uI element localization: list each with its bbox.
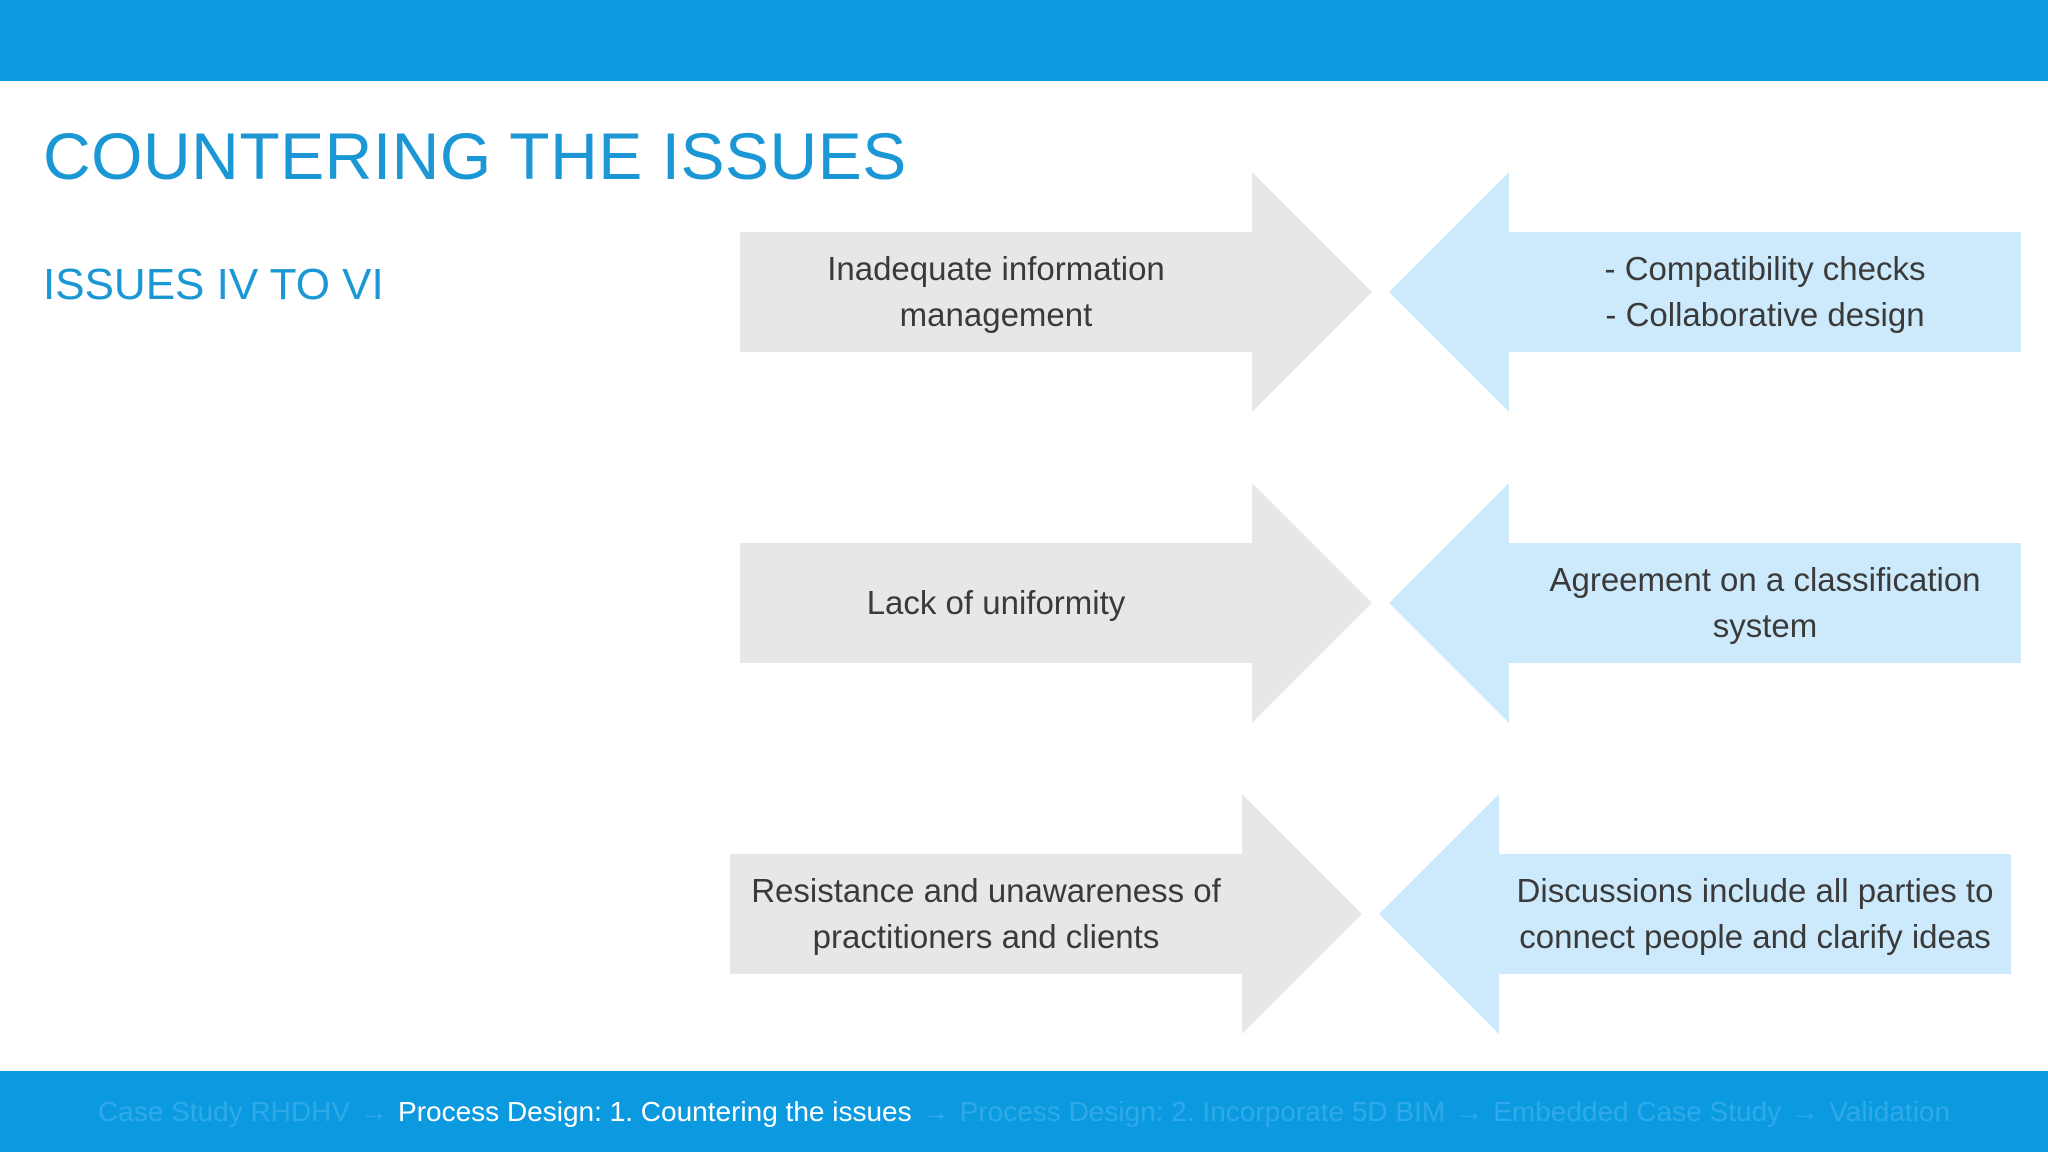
breadcrumb-arrow-icon: → [360, 1095, 389, 1127]
breadcrumb: Case Study RHDHV → Process Design: 1. Co… [0, 1071, 2048, 1152]
breadcrumb-item-validation[interactable]: Validation [1829, 1095, 1951, 1127]
breadcrumb-item-embedded-case-study[interactable]: Embedded Case Study [1493, 1095, 1782, 1127]
breadcrumb-item-incorporate-5d-bim[interactable]: Process Design: 2. Incorporate 5D BIM [959, 1095, 1446, 1127]
breadcrumb-item-countering-issues[interactable]: Process Design: 1. Countering the issues [398, 1095, 912, 1127]
top-banner [0, 0, 2048, 81]
solution-arrow-1: - Compatibility checks- Collaborative de… [1389, 172, 2021, 412]
breadcrumb-arrow-icon: → [1455, 1095, 1484, 1127]
slide-title: COUNTERING THE ISSUES [43, 119, 907, 193]
issue-label-2: Lack of uniformity [866, 584, 1126, 621]
breadcrumb-arrow-icon: → [1791, 1095, 1820, 1127]
slide-subtitle: ISSUES IV TO VI [43, 260, 384, 309]
solution-label-1: - Compatibility checks- Collaborative de… [1604, 250, 1926, 333]
breadcrumb-item-case-study[interactable]: Case Study RHDHV [97, 1095, 351, 1127]
issue-arrow-2: Lack of uniformity [740, 483, 1372, 723]
breadcrumb-arrow-icon: → [921, 1095, 950, 1127]
footer-banner: Case Study RHDHV → Process Design: 1. Co… [0, 1071, 2048, 1152]
